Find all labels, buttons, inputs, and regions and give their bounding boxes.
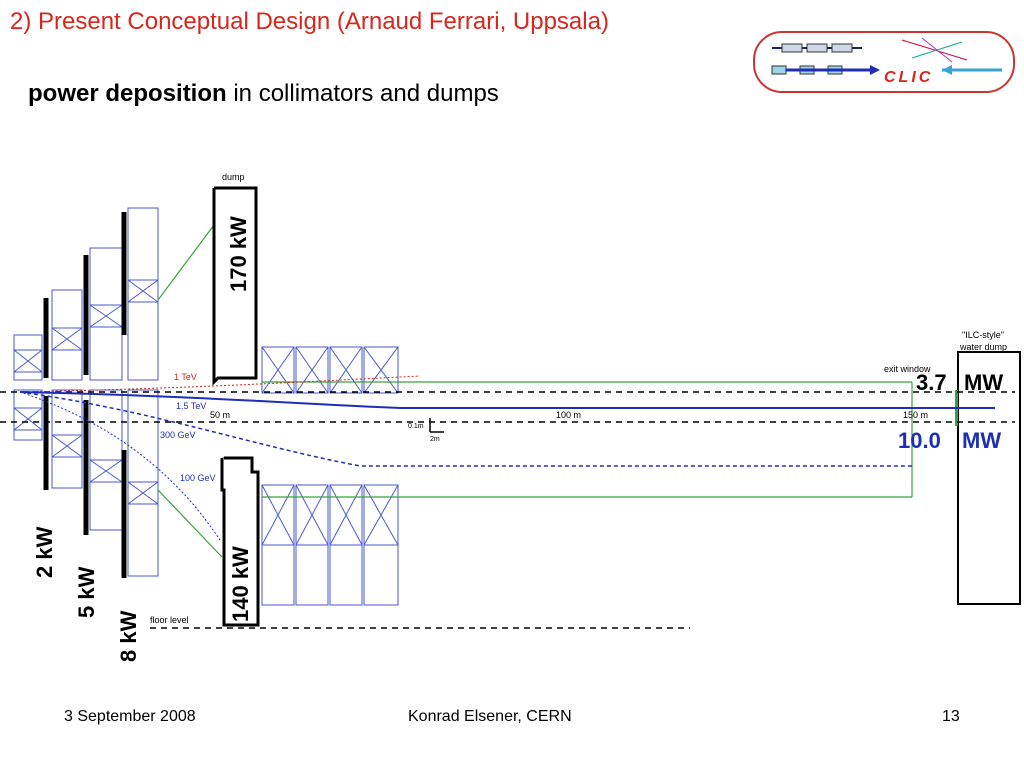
- label-ilc-1: "ILC-style": [962, 330, 1004, 340]
- beam-lines: [19, 375, 995, 541]
- clic-logo: CLIC: [753, 31, 1015, 93]
- subtitle-bold: power deposition: [28, 80, 227, 107]
- green-outline: [157, 224, 913, 558]
- label-15tev: 1.5 TeV: [176, 401, 206, 411]
- power-8kw: 8 kW: [116, 610, 141, 662]
- label-exit-window: exit window: [884, 364, 931, 374]
- footer-date: 3 September 2008: [64, 708, 196, 725]
- power-5kw: 5 kW: [74, 566, 99, 618]
- dump-block-top: [212, 186, 258, 386]
- power-2kw: 2 kW: [32, 526, 57, 578]
- label-100gev: 100 GeV: [180, 473, 216, 483]
- slide-subtitle: power deposition in collimators and dump…: [28, 80, 499, 108]
- slide-title: 2) Present Conceptual Design (Arnaud Fer…: [10, 8, 609, 35]
- power-170kw: 170 kW: [226, 216, 251, 292]
- power-10-number: 10.0: [898, 428, 941, 453]
- logo-text: CLIC: [884, 69, 933, 86]
- label-dump: dump: [222, 172, 245, 182]
- power-3-7-number: 3.7: [916, 370, 947, 395]
- reference-dashes: [0, 391, 1015, 629]
- label-scale-h: 2m: [430, 436, 440, 443]
- label-300gev: 300 GeV: [160, 430, 196, 440]
- label-ilc-2: water dump: [959, 342, 1007, 352]
- label-50m: 50 m: [210, 410, 230, 420]
- power-10-unit: MW: [962, 428, 1001, 453]
- footer-author: Konrad Elsener, CERN: [408, 708, 572, 725]
- collimator-absorbers: [43, 212, 127, 578]
- beam-dump-diagram: dump "ILC-style" water dump exit window …: [0, 172, 1021, 662]
- label-100m: 100 m: [556, 410, 581, 420]
- scale-marker: [429, 418, 444, 433]
- label-scale-v: 0.1m: [408, 423, 424, 430]
- ilc-water-dump: [957, 351, 1021, 605]
- power-3-7-unit: MW: [964, 370, 1003, 395]
- dump-block-bottom: [220, 456, 260, 627]
- label-floor-level: floor level: [150, 615, 189, 625]
- power-140kw: 140 kW: [228, 546, 253, 622]
- label-1tev: 1 TeV: [174, 372, 197, 382]
- large-collimator-boxes: [261, 346, 399, 606]
- footer-page-number: 13: [942, 708, 960, 725]
- subtitle-rest: in collimators and dumps: [226, 80, 499, 107]
- label-150m: 150 m: [903, 410, 928, 420]
